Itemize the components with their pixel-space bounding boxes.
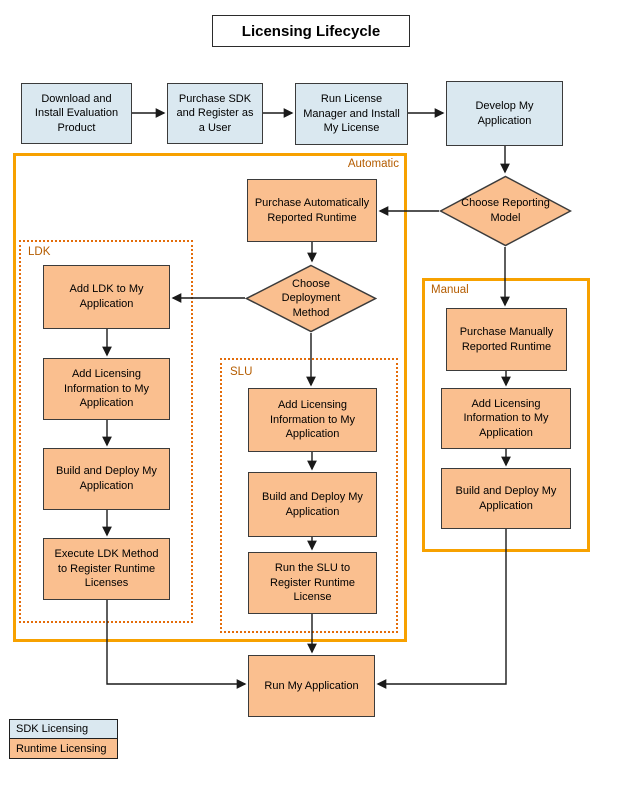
node-develop-app: Develop My Application	[446, 81, 563, 146]
node-ldk-add-licensing: Add Licensing Information to My Applicat…	[43, 358, 170, 420]
legend-sdk-licensing: SDK Licensing	[9, 719, 118, 739]
node-manual-add-licensing: Add Licensing Information to My Applicat…	[441, 388, 571, 449]
node-slu-run: Run the SLU to Register Runtime License	[248, 552, 377, 614]
decision-label: Choose Deployment Method	[281, 277, 341, 319]
diamond-shape	[439, 175, 572, 247]
ldk-label: LDK	[28, 246, 51, 258]
node-run-app: Run My Application	[248, 655, 375, 717]
node-download-install: Download and Install Evaluation Product	[21, 83, 132, 144]
node-ldk-execute: Execute LDK Method to Register Runtime L…	[43, 538, 170, 600]
decision-choose-deployment-method: Choose Deployment Method	[245, 264, 377, 333]
node-manual-purchase-runtime: Purchase Manually Reported Runtime	[446, 308, 567, 371]
ldk-container	[19, 240, 193, 623]
node-purchase-auto-runtime: Purchase Automatically Reported Runtime	[247, 179, 377, 242]
manual-label: Manual	[431, 284, 469, 296]
diagram-title: Licensing Lifecycle	[212, 15, 410, 47]
node-ldk-build-deploy: Build and Deploy My Application	[43, 448, 170, 510]
node-manual-build-deploy: Build and Deploy My Application	[441, 468, 571, 529]
decision-label: Choose Reporting Model	[461, 197, 550, 224]
node-slu-build-deploy: Build and Deploy My Application	[248, 472, 377, 537]
node-slu-add-licensing: Add Licensing Information to My Applicat…	[248, 388, 377, 452]
node-run-license-manager: Run License Manager and Install My Licen…	[295, 83, 408, 145]
node-purchase-sdk: Purchase SDK and Register as a User	[167, 83, 263, 144]
diamond-polygon	[245, 264, 377, 333]
slu-container	[220, 358, 398, 633]
legend-runtime-licensing: Runtime Licensing	[9, 738, 118, 759]
automatic-label: Automatic	[347, 158, 399, 170]
decision-choose-reporting-model: Choose Reporting Model	[439, 175, 572, 247]
node-add-ldk: Add LDK to My Application	[43, 265, 170, 329]
diamond-shape	[245, 264, 377, 333]
diamond-polygon	[439, 175, 572, 247]
slu-label: SLU	[230, 366, 253, 378]
